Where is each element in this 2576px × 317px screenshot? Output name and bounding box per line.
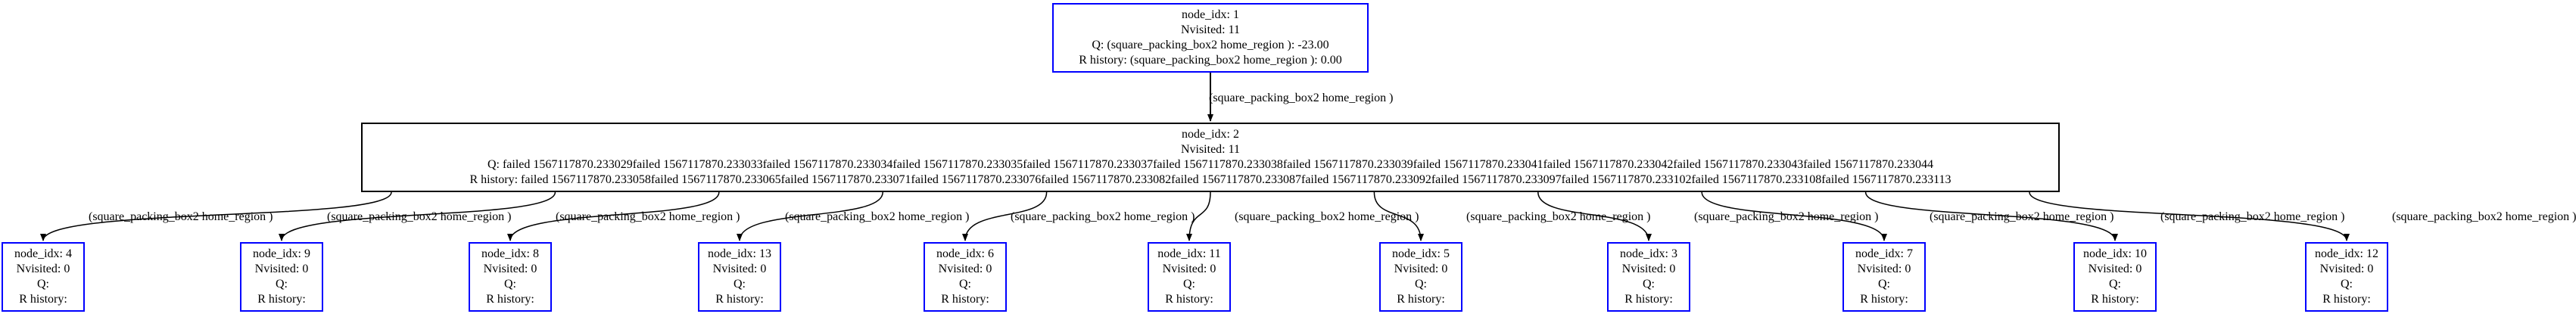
node-q-value: Q:: [1183, 278, 1195, 291]
edge-node-2-to-leaf: [279, 191, 556, 241]
node-idx: node_idx: 2: [1182, 128, 1239, 141]
node-q-value: Q:: [2341, 278, 2353, 291]
edge-label: (square_packing_box2 home_region ): [89, 210, 273, 223]
node-nvisited: Nvisited: 0: [1162, 263, 1216, 275]
node-nvisited: Nvisited: 0: [712, 263, 767, 275]
node-r-history: R history:: [1397, 293, 1445, 306]
node-r-history: R history:: [2091, 293, 2139, 306]
node-r-history: R history: failed 1567117870.233058faile…: [469, 173, 1951, 186]
node-nvisited: Nvisited: 0: [1857, 263, 1911, 275]
edge-label: (square_packing_box2 home_region ): [556, 210, 740, 223]
leaf-node: node_idx: 4 Nvisited: 0 Q: R history:: [2, 242, 85, 312]
root-node: node_idx: 1 Nvisited: 11 Q: (square_pack…: [1052, 3, 1369, 73]
edge-node-2-to-leaf: [962, 191, 1048, 241]
node-r-history: R history:: [257, 293, 306, 306]
leaf-node: node_idx: 12 Nvisited: 0 Q: R history:: [2305, 242, 2388, 312]
node-q-value: Q:: [276, 278, 288, 291]
node-nvisited: Nvisited: 0: [2319, 263, 2374, 275]
node-q-value: Q: (square_packing_box2 home_region ): -…: [1092, 39, 1329, 51]
node-idx: node_idx: 8: [481, 247, 539, 260]
node-r-history: R history: (square_packing_box2 home_reg…: [1079, 54, 1342, 67]
edge-label: (square_packing_box2 home_region ): [1235, 210, 1419, 223]
node-r-history: R history:: [1624, 293, 1673, 306]
edge-label: (square_packing_box2 home_region ): [327, 210, 512, 223]
edge-node-2-to-leaf: [2029, 191, 2350, 241]
node-r-history: R history:: [19, 293, 67, 306]
edge-node-2-to-leaf: [1864, 191, 2118, 241]
leaf-node: node_idx: 9 Nvisited: 0 Q: R history:: [240, 242, 323, 312]
node-idx: node_idx: 4: [14, 247, 72, 260]
node-nvisited: Nvisited: 0: [254, 263, 309, 275]
node-q-value: Q:: [1415, 278, 1427, 291]
edge-node-2-to-leaf: [507, 191, 720, 241]
node-r-history: R history:: [2322, 293, 2371, 306]
node-idx: node_idx: 9: [253, 247, 310, 260]
node-idx: node_idx: 10: [2083, 247, 2147, 260]
leaf-node: node_idx: 11 Nvisited: 0 Q: R history:: [1148, 242, 1231, 312]
node-idx: node_idx: 13: [708, 247, 771, 260]
node-r-history: R history:: [486, 293, 534, 306]
leaf-node: node_idx: 13 Nvisited: 0 Q: R history:: [698, 242, 781, 312]
edge-node-2-to-leaf: [1186, 191, 1211, 241]
edge-label-root: (square_packing_box2 home_region ): [1209, 92, 1394, 104]
node-q-value: Q:: [1878, 278, 1890, 291]
node-idx: node_idx: 6: [936, 247, 994, 260]
node-r-history: R history:: [941, 293, 989, 306]
node-nvisited: Nvisited: 0: [483, 263, 537, 275]
leaf-node: node_idx: 7 Nvisited: 0 Q: R history:: [1842, 242, 1926, 312]
node-q-value: Q:: [1643, 278, 1655, 291]
edge-label: (square_packing_box2 home_region ): [2160, 210, 2345, 223]
node-nvisited: Nvisited: 11: [1180, 143, 1241, 156]
node-nvisited: Nvisited: 0: [938, 263, 992, 275]
leaf-node: node_idx: 6 Nvisited: 0 Q: R history:: [924, 242, 1007, 312]
node-r-history: R history:: [1165, 293, 1213, 306]
edge-node-2-to-leaf: [737, 191, 883, 241]
node-q-value: Q: failed 1567117870.233029failed 156711…: [487, 158, 1934, 171]
edge-label: (square_packing_box2 home_region ): [1466, 210, 1651, 223]
edge-label: (square_packing_box2 home_region ): [1930, 210, 2114, 223]
node-nvisited: Nvisited: 0: [2088, 263, 2142, 275]
node-idx: node_idx: 1: [1182, 8, 1239, 21]
leaf-node: node_idx: 8 Nvisited: 0 Q: R history:: [469, 242, 552, 312]
node-idx: node_idx: 5: [1392, 247, 1450, 260]
edge-node-2-to-leaf: [1373, 191, 1424, 241]
edge-node-2-to-leaf: [40, 191, 392, 241]
node-r-history: R history:: [715, 293, 764, 306]
node-idx: node_idx: 12: [2315, 247, 2378, 260]
edge-label: (square_packing_box2 home_region ): [1694, 210, 1879, 223]
node-q-value: Q:: [2109, 278, 2121, 291]
node-q-value: Q:: [37, 278, 49, 291]
leaf-node: node_idx: 5 Nvisited: 0 Q: R history:: [1379, 242, 1462, 312]
node-nvisited: Nvisited: 0: [1394, 263, 1448, 275]
edge-label: (square_packing_box2 home_region ): [1011, 210, 1195, 223]
edge-label: (square_packing_box2 home_region ): [2392, 210, 2576, 223]
node-idx: node_idx: 11: [1157, 247, 1221, 260]
node-q-value: Q:: [504, 278, 516, 291]
node-q-value: Q:: [959, 278, 971, 291]
leaf-node: node_idx: 10 Nvisited: 0 Q: R history:: [2073, 242, 2157, 312]
leaf-node: node_idx: 3 Nvisited: 0 Q: R history:: [1607, 242, 1690, 312]
node-idx: node_idx: 3: [1620, 247, 1677, 260]
edge-node-2-to-leaf: [1701, 191, 1887, 241]
node-nvisited: Nvisited: 0: [16, 263, 70, 275]
node-q-value: Q:: [734, 278, 746, 291]
edge-node-2-to-leaf: [1537, 191, 1652, 241]
node-nvisited: Nvisited: 0: [1621, 263, 1676, 275]
edge-label: (square_packing_box2 home_region ): [785, 210, 970, 223]
node-r-history: R history:: [1860, 293, 1908, 306]
node-idx: node_idx: 7: [1855, 247, 1913, 260]
node-nvisited: Nvisited: 11: [1180, 23, 1241, 36]
child-node-2: node_idx: 2 Nvisited: 11 Q: failed 15671…: [361, 123, 2060, 192]
